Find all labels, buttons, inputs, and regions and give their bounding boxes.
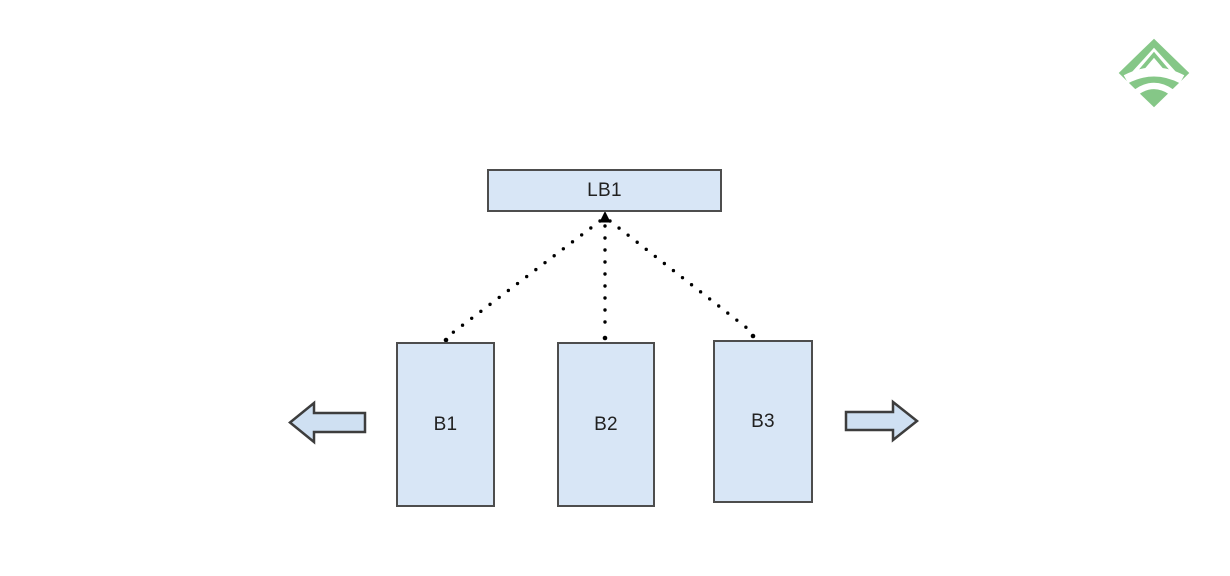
node-lb1-label: LB1 xyxy=(587,179,622,201)
connector-lb1-b1 xyxy=(445,219,602,339)
node-b1: B1 xyxy=(396,342,495,507)
brand-logo-icon xyxy=(1118,38,1190,108)
left-block-arrow-icon xyxy=(288,400,367,445)
node-lb1: LB1 xyxy=(487,169,722,212)
dotted-connectors xyxy=(445,219,754,339)
right-block-arrow-icon xyxy=(844,399,920,443)
node-b1-label: B1 xyxy=(433,413,458,435)
node-b2: B2 xyxy=(557,342,655,507)
connector-arrowhead-icon xyxy=(599,211,611,223)
connector-lb1-b3 xyxy=(608,219,754,334)
node-b2-label: B2 xyxy=(594,413,618,435)
node-b3: B3 xyxy=(713,340,813,503)
connector-endpoints xyxy=(443,333,756,343)
node-b3-label: B3 xyxy=(751,410,775,432)
